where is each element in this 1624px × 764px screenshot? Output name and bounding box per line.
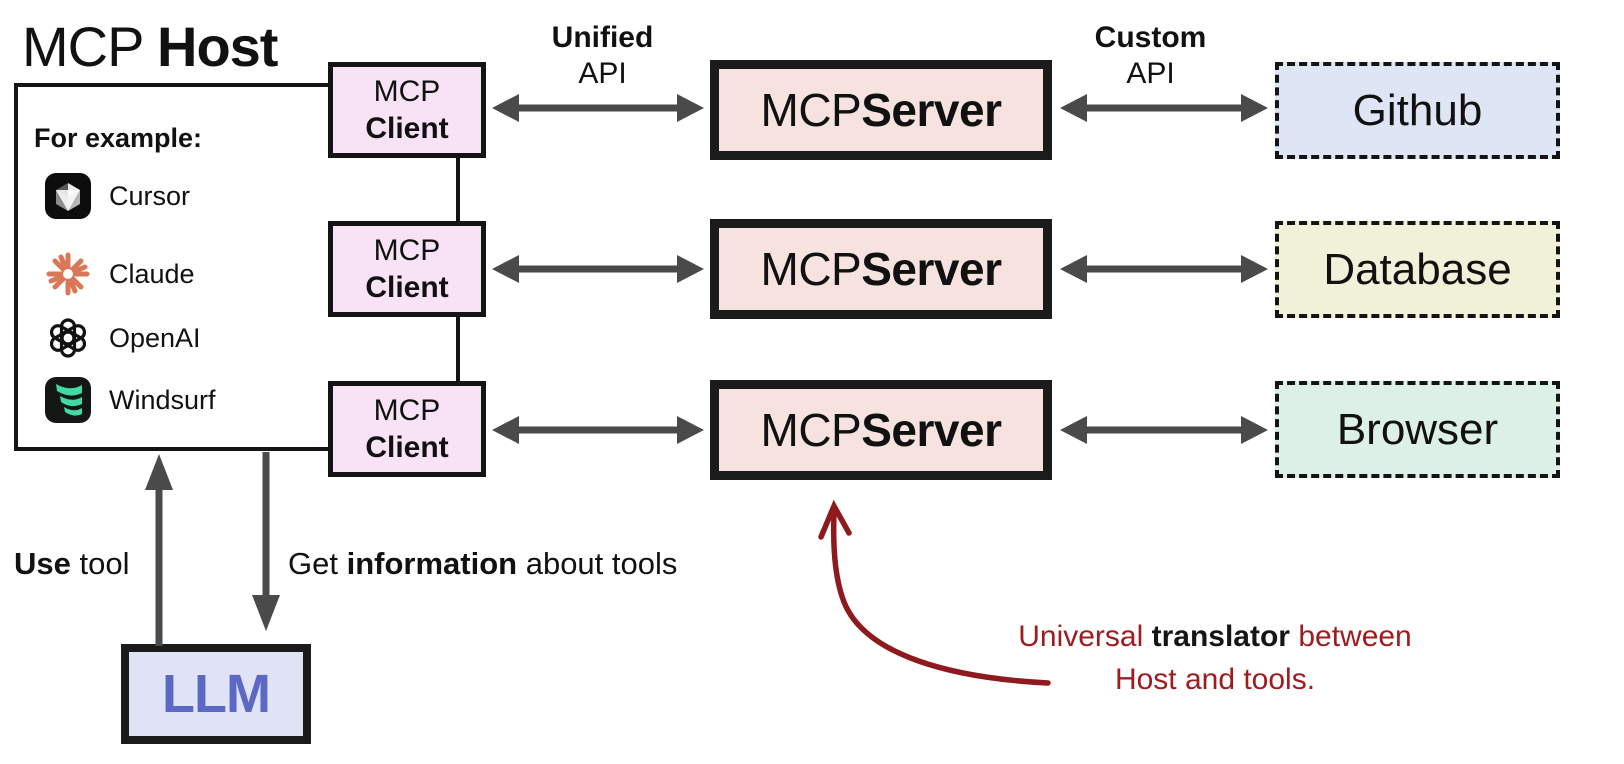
server-3-regular: MCP [760, 404, 862, 456]
get-bold: information [346, 546, 518, 581]
tool-word: tool [70, 546, 130, 581]
database-label: Database [1323, 244, 1512, 294]
use-tool-arrow [145, 454, 173, 646]
github-box: Github [1275, 62, 1560, 159]
app-row-windsurf: Windsurf [44, 376, 216, 424]
app-row-cursor: Cursor [44, 172, 190, 220]
unified-api-word: API [578, 57, 627, 90]
app-label-windsurf: Windsurf [109, 384, 216, 415]
custom-api-label: Custom API [1058, 20, 1243, 92]
title-bold: Host [157, 15, 278, 78]
annotation-pre: Universal [1018, 620, 1152, 653]
server-1-regular: MCP [760, 84, 862, 136]
get-post: about tools [517, 546, 678, 581]
custom-api-word: API [1126, 57, 1175, 90]
database-box: Database [1275, 221, 1560, 318]
client-1-line2: Client [365, 112, 449, 145]
client-3-line1: MCP [373, 394, 441, 427]
mcp-client-box-2: MCP Client [328, 221, 486, 317]
mcp-server-box-2: MCP Server [710, 219, 1052, 319]
windsurf-icon [45, 377, 91, 423]
mcp-server-box-3: MCP Server [710, 380, 1052, 480]
cursor-icon [45, 173, 91, 219]
app-row-claude: Claude [44, 250, 195, 298]
browser-label: Browser [1336, 404, 1499, 454]
server-2-regular: MCP [760, 243, 862, 295]
use-tool-label: Use tool [14, 546, 129, 582]
server-3-bold: Server [861, 404, 1002, 456]
mcp-client-box-1: MCP Client [328, 62, 486, 158]
page-title: MCP Host [22, 14, 278, 79]
client-3-line2: Client [365, 431, 449, 464]
unified-api-arrow [492, 94, 704, 122]
examples-label: For example: [34, 123, 203, 153]
claude-icon [46, 252, 90, 296]
app-label-claude: Claude [109, 258, 195, 289]
openai-icon [49, 318, 87, 358]
app-label-openai: OpenAI [109, 322, 201, 353]
custom-api-arrow [1060, 94, 1268, 122]
mcp-server-box-1: MCP Server [710, 60, 1052, 160]
title-regular: MCP [22, 15, 157, 78]
github-label: Github [1352, 85, 1483, 135]
client-server-arrow-2 [492, 255, 704, 283]
server-database-arrow [1060, 255, 1268, 283]
annotation-post: between [1289, 620, 1412, 653]
mcp-client-box-3: MCP Client [328, 381, 486, 477]
client-2-line2: Client [365, 271, 449, 304]
get-information-label: Get information about tools [288, 546, 677, 582]
llm-label: LLM [162, 664, 271, 724]
llm-box: LLM [121, 644, 311, 744]
server-2-bold: Server [861, 243, 1002, 295]
server-1-bold: Server [861, 84, 1002, 136]
app-label-cursor: Cursor [109, 180, 191, 211]
server-browser-arrow [1060, 416, 1268, 444]
get-information-arrow [252, 452, 280, 631]
annotation-line2: Host and tools. [1114, 663, 1316, 696]
unified-api-label: Unified API [510, 20, 695, 92]
get-pre: Get [288, 546, 347, 581]
browser-box: Browser [1275, 381, 1560, 478]
client-server-arrow-3 [492, 416, 704, 444]
client-1-line1: MCP [373, 75, 441, 108]
client-2-line1: MCP [373, 234, 441, 267]
unified-word: Unified [551, 21, 654, 54]
app-row-openai: OpenAI [44, 314, 201, 362]
use-word: Use [14, 546, 71, 581]
annotation-bold: translator [1151, 620, 1290, 653]
custom-word: Custom [1094, 21, 1207, 54]
